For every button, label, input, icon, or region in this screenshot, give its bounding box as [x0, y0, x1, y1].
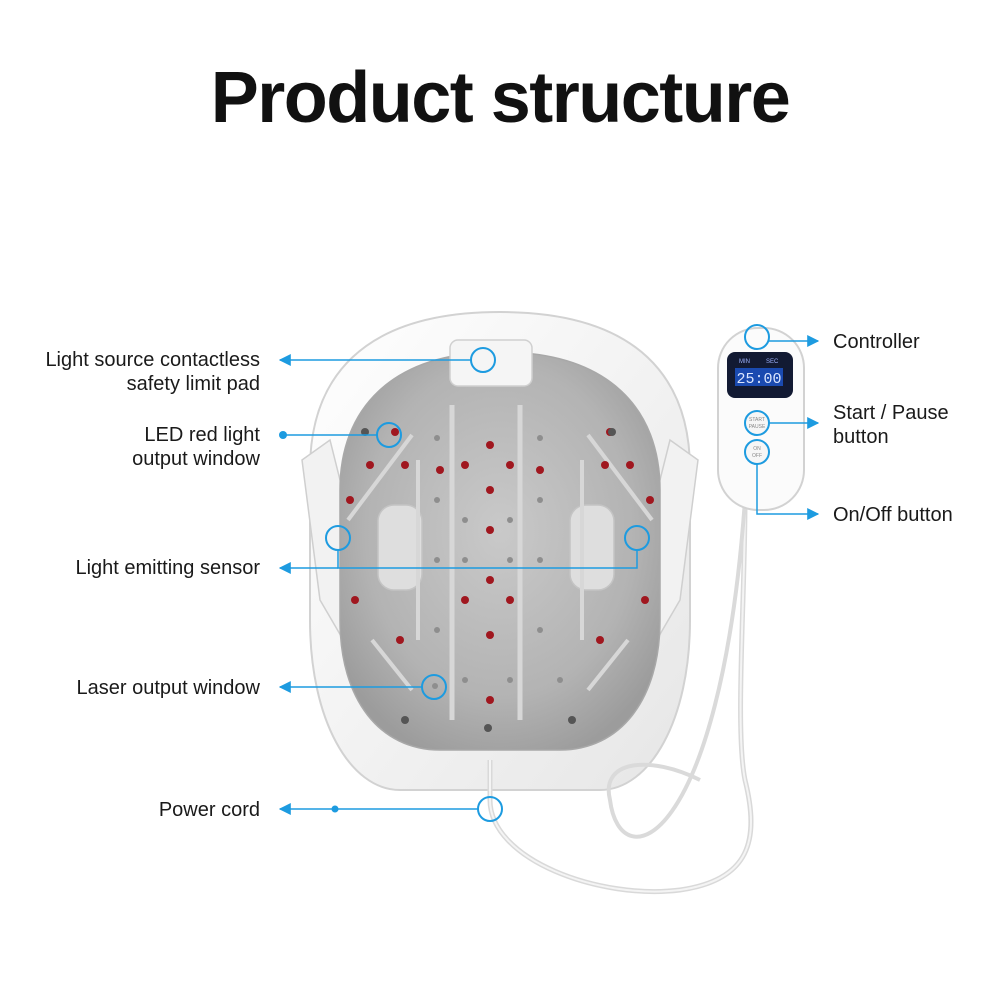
controller: [717, 327, 805, 511]
pause-text: PAUSE: [749, 424, 766, 430]
label-led-window: LED red light output window: [132, 424, 260, 470]
off-text: OFF: [752, 453, 762, 459]
label-controller: Controller: [833, 331, 920, 353]
helmet: [301, 310, 699, 791]
display-time: 25:00: [736, 371, 781, 388]
leader-onoff: [756, 464, 820, 520]
min-label: MIN: [739, 359, 750, 365]
label-power-cord: Power cord: [158, 799, 260, 821]
on-text: ON: [753, 446, 761, 452]
callout-controller: [744, 324, 770, 350]
label-light-sensor: Light emitting sensor: [75, 557, 260, 579]
sec-label: SEC: [766, 359, 779, 365]
label-start-pause: Start / Pause button: [833, 402, 949, 448]
label-on-off: On/Off button: [833, 504, 953, 526]
label-light-source-pad: Light source contactless safety limit pa…: [45, 349, 260, 395]
label-laser-window: Laser output window: [76, 677, 260, 699]
start-text: START: [749, 417, 765, 423]
leader-sensor: [337, 550, 638, 569]
page-title: Product structure: [210, 58, 791, 138]
